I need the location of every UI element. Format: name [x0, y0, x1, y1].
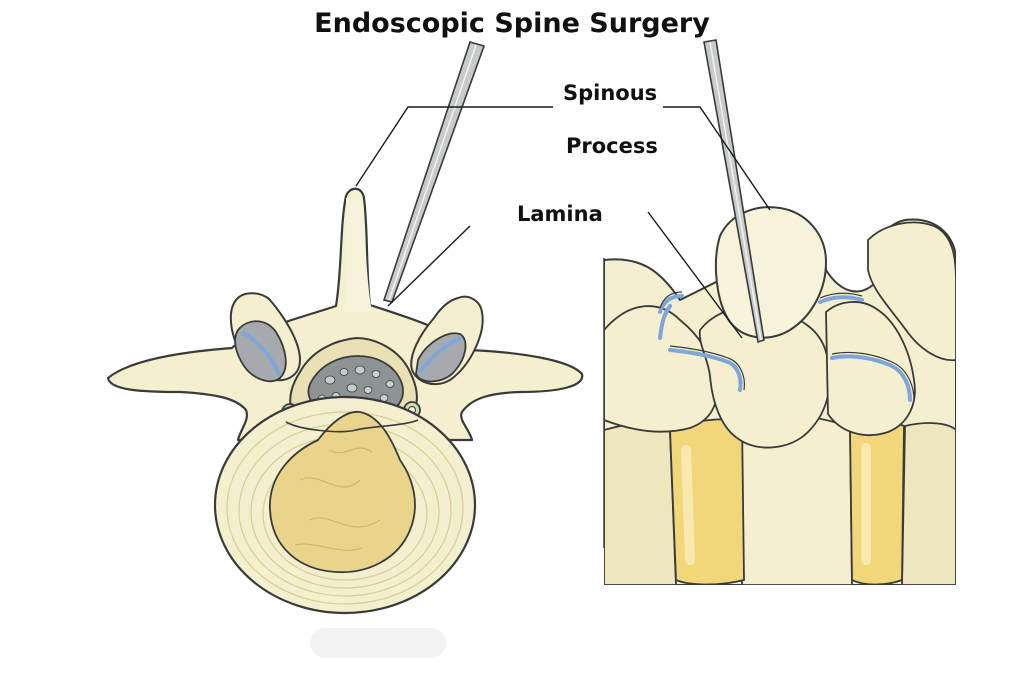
axial-vertebra-view: [106, 187, 584, 615]
left-facet-joint: [229, 292, 302, 383]
vertebral-body-right: [901, 422, 956, 585]
leader-lamina-right: [647, 211, 743, 339]
label-process: Process: [566, 134, 658, 158]
leader-spinous-right: [663, 106, 771, 211]
right-facet-joint: [410, 295, 484, 386]
diagram-title: Endoscopic Spine Surgery: [314, 8, 710, 39]
facet-cartilage-lines: [658, 294, 912, 402]
leader-lamina-left: [387, 225, 471, 307]
disc-right: [849, 420, 905, 585]
vertebral-arch: [106, 187, 584, 442]
endoscopic-needle-left: [382, 41, 486, 303]
spinous-process-axial: [344, 198, 372, 312]
bottom-shadow: [310, 628, 446, 658]
posterior-spine-view: [603, 195, 956, 585]
superior-articular-right: [867, 221, 956, 362]
leader-spinous-left: [355, 106, 553, 187]
label-lamina: Lamina: [517, 202, 603, 226]
vertebral-body-left: [604, 421, 677, 585]
intervertebral-disc: [213, 395, 477, 615]
disc-left: [669, 418, 745, 585]
endoscopic-needle-right: [703, 39, 765, 344]
leader-lines: [355, 106, 771, 339]
lamina-block-right: [825, 301, 916, 436]
label-spinous: Spinous: [563, 81, 658, 105]
nucleus-pulposus: [269, 411, 416, 574]
